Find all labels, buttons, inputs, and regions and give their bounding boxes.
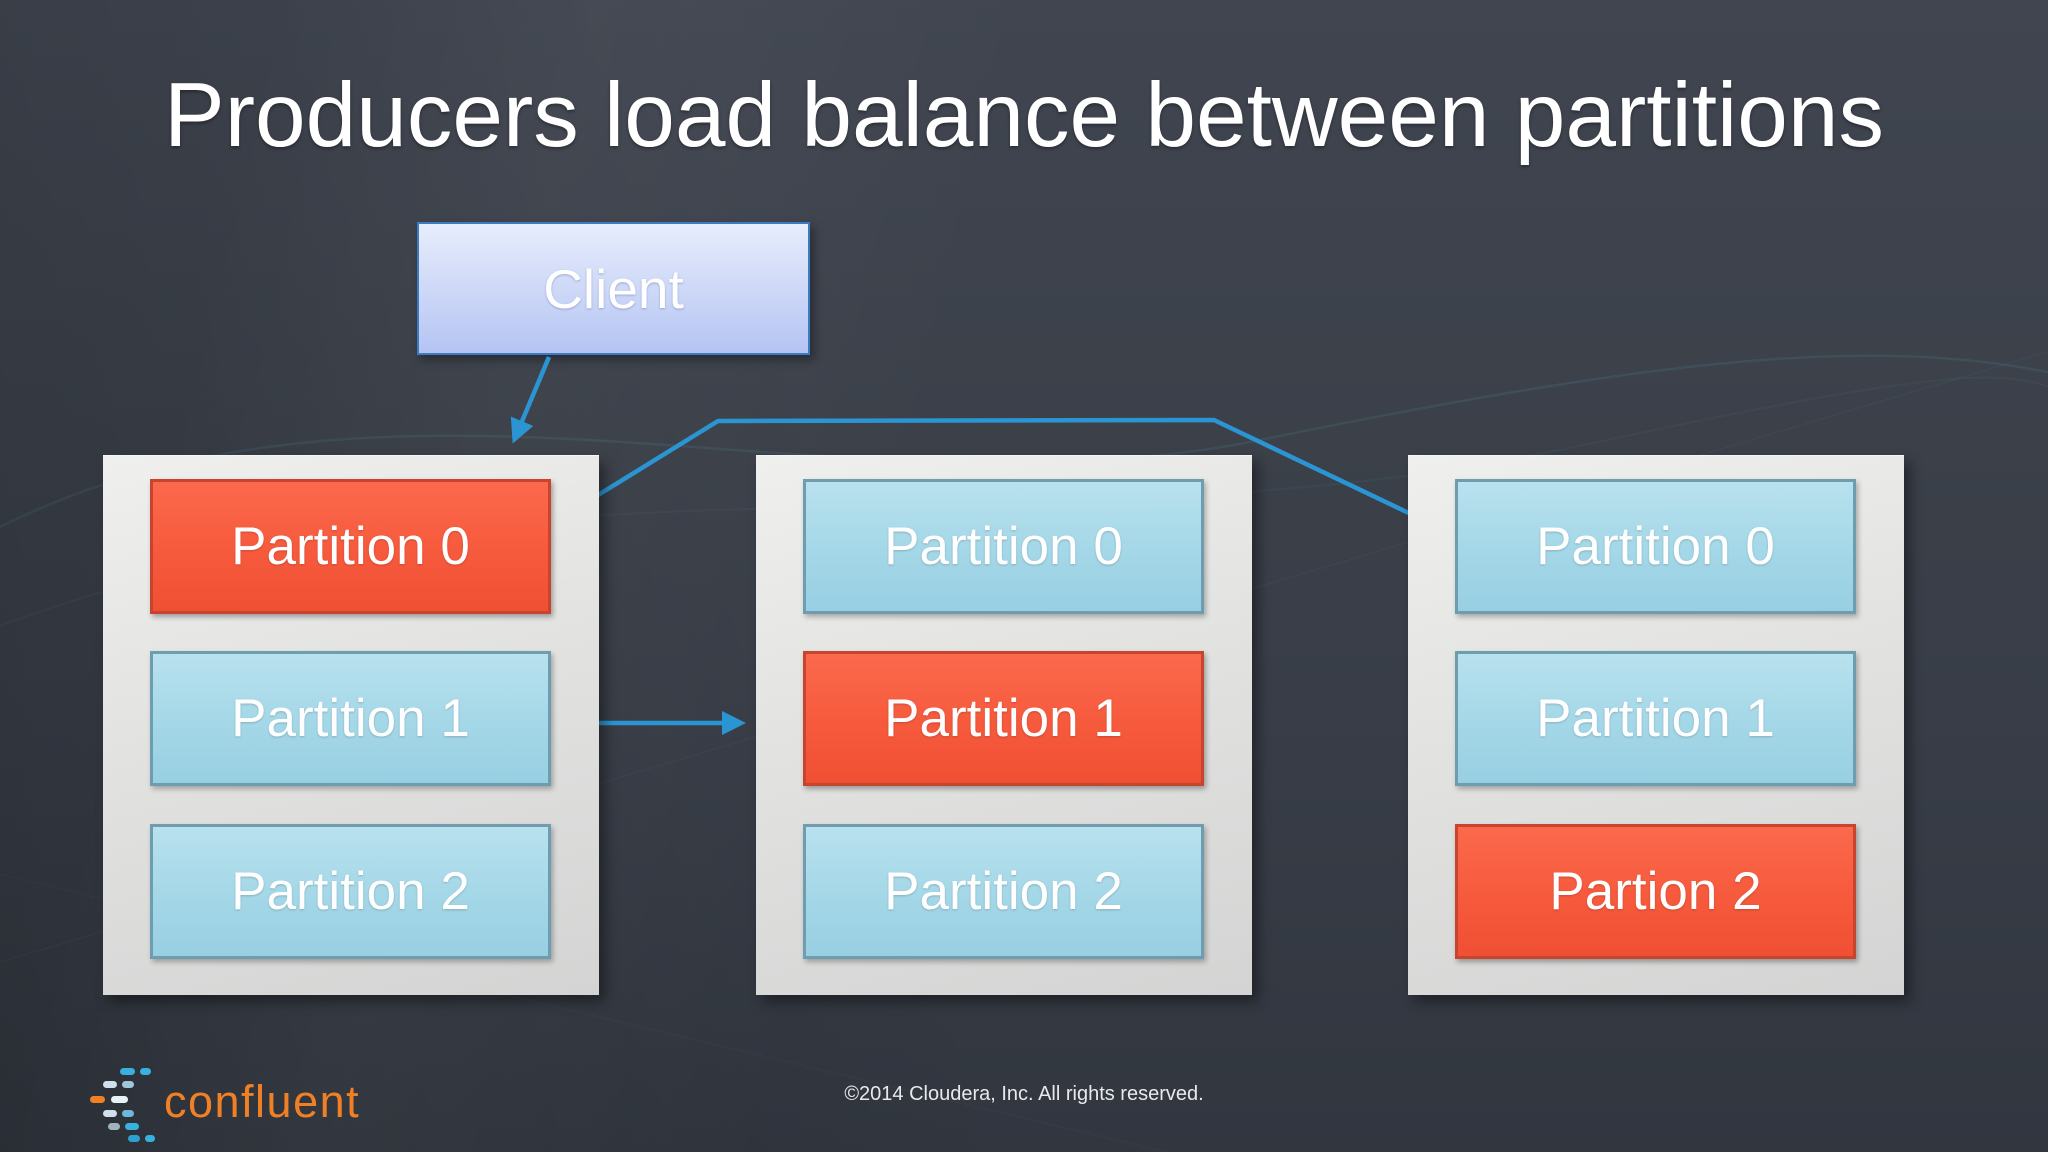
broker2-partition-1: Partition 1	[803, 651, 1204, 786]
partition-label: Partition 2	[231, 862, 470, 921]
confluent-burst-icon	[90, 1063, 162, 1142]
copyright-text: ©2014 Cloudera, Inc. All rights reserved…	[844, 1083, 1204, 1105]
partition-label: Partition 0	[884, 517, 1123, 576]
broker1-partition-2: Partition 2	[150, 824, 551, 959]
partition-label: Partion 2	[1549, 862, 1762, 921]
broker3-partition-2: Partion 2	[1455, 824, 1856, 959]
client-box: Client	[417, 222, 810, 355]
partition-label: Partition 1	[231, 689, 470, 748]
partition-label: Partition 2	[884, 862, 1123, 921]
broker2-partition-0: Partition 0	[803, 479, 1204, 614]
broker3-partition-0: Partition 0	[1455, 479, 1856, 614]
broker2-partition-2: Partition 2	[803, 824, 1204, 959]
broker3-partition-1: Partition 1	[1455, 651, 1856, 786]
broker-box-2: Partition 0 Partition 1 Partition 2	[756, 455, 1252, 995]
partition-label: Partition 0	[1536, 517, 1775, 576]
partition-label: Partition 0	[231, 517, 470, 576]
arrow-client-to-broker1-partition0	[510, 356, 552, 444]
confluent-logo-text: confluent	[164, 1076, 361, 1127]
broker-box-3: Partition 0 Partition 1 Partion 2	[1408, 455, 1904, 995]
broker1-partition-0: Partition 0	[150, 479, 551, 614]
broker-box-1: Partition 0 Partition 1 Partition 2	[103, 455, 599, 995]
broker1-partition-1: Partition 1	[150, 651, 551, 786]
partition-label: Partition 1	[884, 689, 1123, 748]
client-label: Client	[543, 257, 684, 320]
partition-label: Partition 1	[1536, 689, 1775, 748]
slide-title: Producers load balance between partition…	[164, 65, 1884, 166]
confluent-logo: confluent	[90, 1058, 410, 1146]
